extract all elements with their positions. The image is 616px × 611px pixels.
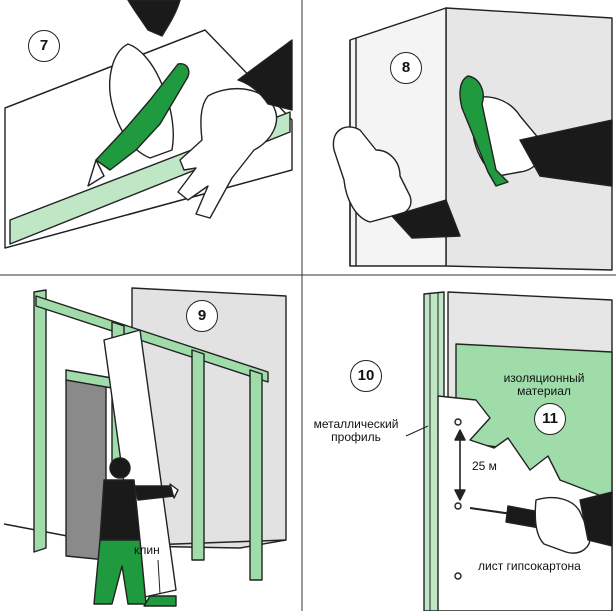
- panel-8-scene: [332, 7, 613, 271]
- panel-9-scene: [3, 287, 287, 607]
- metal-profile-label: металлический профиль: [306, 418, 406, 444]
- step-9-badge: 9: [186, 300, 218, 332]
- metal-profile-label-line1: металлический: [313, 417, 399, 431]
- metal-profile-label-line2: профиль: [331, 430, 381, 444]
- step-8-badge: 8: [390, 52, 422, 84]
- wedge-label: клин: [134, 543, 160, 557]
- drywall-sheet-label: лист гипсокартона: [478, 559, 581, 573]
- step-7-badge: 7: [28, 30, 60, 62]
- panel-10-scene: [405, 291, 613, 611]
- screw-spacing-label: 25 м: [472, 459, 497, 473]
- panel-7-scene: [4, 0, 293, 249]
- insulation-label: изоляционный материал: [486, 372, 602, 398]
- insulation-label-line1: изоляционный: [503, 371, 585, 385]
- step-11-badge: 11: [534, 403, 566, 435]
- step-10-badge: 10: [350, 360, 382, 392]
- insulation-label-line2: материал: [517, 384, 571, 398]
